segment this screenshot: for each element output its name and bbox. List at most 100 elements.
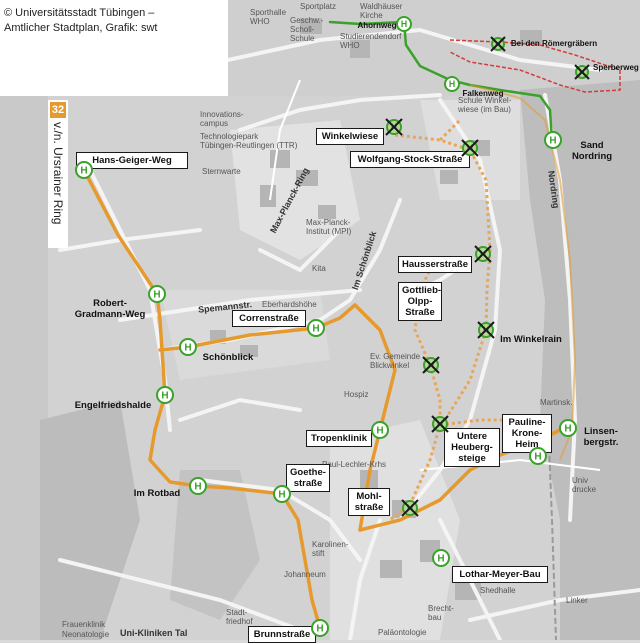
stop-marker-mohlstrasse: H: [401, 499, 419, 517]
closed-cross-mark: [474, 245, 492, 263]
stop-label-ahornweg: Ahornweg: [357, 21, 397, 30]
map-label-linker: Linker: [566, 596, 588, 605]
stop-marker-lothar-meyer-bau: H: [432, 549, 450, 567]
map-label-brecht-bau: Brecht- bau: [428, 604, 454, 622]
stop-label-goethestrasse: Goethe- straße: [286, 464, 330, 492]
closed-cross-mark: [461, 139, 479, 157]
map-label-innovations-campus: Innovations- campus: [200, 110, 244, 128]
stop-h-glyph: H: [376, 426, 383, 437]
closed-cross-mark: [431, 415, 449, 433]
stop-label-im-winkelrain: Im Winkelrain: [500, 334, 562, 345]
stop-marker-untere-heuberg-steige: H: [431, 415, 449, 433]
closed-cross-mark: [385, 118, 403, 136]
closed-cross-mark: [477, 321, 495, 339]
stop-label-schoenblick: Schönblick: [202, 352, 254, 363]
map-label-waldhaeuser-kirche: Waldhäuser Kirche: [360, 2, 403, 20]
stop-label-engelfriedshalde: Engelfriedshalde: [74, 400, 152, 411]
stop-label-bei-den-roemergraebern: Bei den Römergräbern: [510, 39, 598, 48]
stop-marker-engelfriedshalde: H: [156, 386, 174, 404]
closed-cross-mark: [574, 64, 590, 80]
stop-marker-schoenblick: H: [179, 338, 197, 356]
closed-cross-mark: [490, 36, 506, 52]
stop-h-glyph: H: [437, 554, 444, 565]
credit-line-2: Amtlicher Stadtplan, Grafik: swt: [4, 22, 158, 34]
map-label-studierendendorf: Studierendendorf WHO: [340, 32, 402, 50]
map-label-hospiz: Hospiz: [344, 390, 369, 399]
stop-h-glyph: H: [194, 482, 201, 493]
stop-marker-tropenklinik: H: [371, 421, 389, 439]
stop-marker-pauline-krone-heim: H: [529, 447, 547, 465]
stop-label-winkelwiese: Winkelwiese: [316, 128, 384, 145]
map-label-palaeontologie: Paläontologie: [378, 628, 427, 637]
stop-marker-brunnstrasse: H: [311, 619, 329, 637]
stop-marker-hausserstrasse: H: [474, 245, 492, 263]
stop-label-sperberweg: Sperberweg: [593, 63, 639, 72]
route-orange-north-line: [469, 84, 577, 461]
stop-h-glyph: H: [278, 490, 285, 501]
stop-h-glyph: H: [549, 136, 556, 147]
stop-label-lothar-meyer-bau: Lothar-Meyer-Bau: [452, 566, 548, 583]
stop-marker-im-winkelrain: H: [477, 321, 495, 339]
map-label-martinsk: Martinsk.: [540, 398, 573, 407]
map-label-sternwarte: Sternwarte: [202, 167, 241, 176]
stop-label-linsenbergstr: Linsen- bergstr.: [583, 426, 619, 448]
stop-label-mohlstrasse: Mohl- straße: [348, 488, 390, 516]
map-label-technologiepark: Technologiepark Tübingen-Reutlingen (TTR…: [200, 132, 298, 150]
map-label-uni-kliniken-tal: Uni-Kliniken Tal: [120, 628, 188, 638]
stop-marker-robert-gradmann-weg: H: [148, 285, 166, 303]
map-label-eberhardshoehe: Eberhardshöhe: [262, 300, 317, 309]
stop-label-hausserstrasse: Hausserstraße: [398, 256, 472, 273]
map-label-sporthalle: Sporthalle WHO: [250, 8, 287, 26]
map-label-sportplatz: Sportplatz: [300, 2, 337, 11]
closed-cross-mark: [401, 499, 419, 517]
map-label-neonatologie: Neonatologie: [62, 630, 110, 639]
stop-marker-hans-geiger-weg: H: [75, 161, 93, 179]
stop-h-glyph: H: [80, 166, 87, 177]
map-label-sportschule: Geschw.- Scholl- Schule: [290, 16, 324, 43]
stop-marker-linsenbergstr: H: [559, 419, 577, 437]
red-detour-line: [449, 39, 621, 93]
route-direction: v./n. Ursrainer Ring: [51, 122, 65, 225]
stop-h-glyph: H: [312, 324, 319, 335]
stop-label-pauline-krone-heim: Pauline- Krone- Heim: [502, 414, 552, 453]
closed-cross-mark: [422, 356, 440, 374]
stop-marker-winkelwiese: H: [385, 118, 403, 136]
credit-line-1: © Universitätsstadt Tübingen –: [4, 7, 155, 19]
stop-h-glyph: H: [401, 19, 407, 29]
stop-marker-gottlieb-olpp-strasse: H: [422, 356, 440, 374]
stop-h-glyph: H: [564, 424, 571, 435]
stop-h-glyph: H: [316, 624, 323, 635]
map-label-johanneum: Johanneum: [284, 570, 326, 579]
stop-label-hans-geiger-weg: Hans-Geiger-Weg: [76, 152, 188, 169]
stop-h-glyph: H: [449, 79, 455, 89]
map-label-karolinenstift: Karolinen- stift: [312, 540, 349, 558]
route-number-badge: 32: [50, 102, 66, 118]
map-credit: © Universitätsstadt Tübingen – Amtlicher…: [0, 0, 228, 96]
stop-h-glyph: H: [534, 452, 541, 463]
map-label-ev-gemeinde: Ev. Gemeinde Blickwinkel: [370, 352, 421, 370]
map-label-univ-druckerei: Univ drucke: [572, 476, 597, 494]
map-label-max-planck-institut: Max-Planck- Institut (MPI): [306, 218, 352, 236]
stop-marker-sperberweg: H: [574, 64, 590, 80]
map-label-fraeulein-klinik: Frauenklinik: [62, 620, 106, 629]
stop-label-im-rotbad: Im Rotbad: [133, 488, 181, 499]
map-label-kita: Kita: [312, 264, 326, 273]
stop-h-glyph: H: [161, 391, 168, 402]
stop-label-wolfgang-stock-strasse: Wolfgang-Stock-Straße: [350, 151, 470, 168]
stop-label-robert-gradmann-weg: Robert- Gradmann-Weg: [74, 298, 146, 320]
stop-label-correnstrasse: Correnstraße: [232, 310, 306, 327]
stop-marker-correnstrasse: H: [307, 319, 325, 337]
stop-marker-im-rotbad: H: [189, 477, 207, 495]
stop-label-gottlieb-olpp-strasse: Gottlieb- Olpp- Straße: [398, 282, 442, 321]
stop-label-falkenweg: Falkenweg: [462, 89, 504, 98]
stop-marker-sand-nordring: H: [544, 131, 562, 149]
map-label-stadtfriedhof: Stadt- friedhof: [226, 608, 253, 626]
stop-h-glyph: H: [184, 343, 191, 354]
stop-label-sand-nordring: Sand Nordring: [571, 140, 613, 162]
stop-marker-falkenweg: H: [444, 76, 460, 92]
stop-label-tropenklinik: Tropenklinik: [306, 430, 372, 447]
route-tag: [48, 100, 68, 248]
